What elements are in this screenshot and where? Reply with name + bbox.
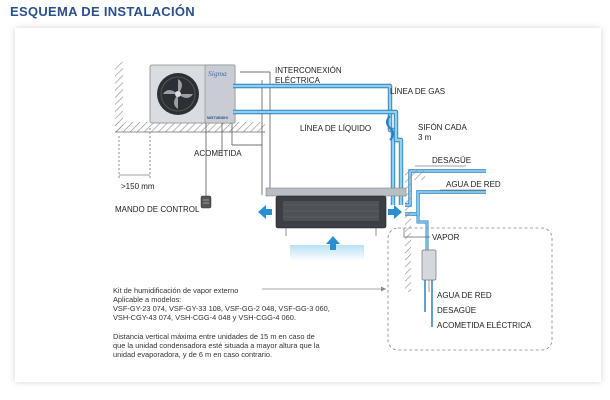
air-arrow-up-icon [326, 236, 340, 250]
siphon-label-1: SIFÓN CADA [418, 123, 468, 132]
refrigerant-pipes [233, 83, 404, 205]
distance-note-line: Distancia vertical máxima entre unidades… [113, 332, 315, 341]
kit-note-line: VSH-CGY-43 074, VSH-CGG-4 048 y VSH-CGG-… [113, 313, 296, 322]
remote-control-icon [200, 195, 212, 209]
kit-note: Kit de humidificación de vapor externo A… [113, 286, 330, 322]
acometida-label: ACOMETIDA [194, 149, 242, 158]
distance-note-line: que la unidad condensadora esté situada … [113, 341, 321, 350]
distance-note: Distancia vertical máxima entre unidades… [113, 332, 321, 359]
room-wall [405, 180, 411, 292]
brand-logo: Sigma [208, 69, 227, 78]
drain-top-label: DESAGÜE [432, 156, 471, 165]
page-title: ESQUEMA DE INSTALACIÓN [10, 4, 195, 19]
interconnection-label-1: INTERCONEXIÓN [275, 66, 342, 75]
indoor-unit [265, 187, 407, 261]
interconnection-label-2: ELÉCTRICA [275, 76, 321, 85]
control-label: MANDO DE CONTROL [115, 205, 200, 214]
outdoor-unit: Sigma MISTUBISHI [149, 64, 236, 124]
air-arrow-right-icon [388, 205, 402, 219]
distance-label: >150 mm [121, 182, 155, 191]
electrical-supply-label: ACOMETIDA ELÉCTRICA [437, 321, 532, 330]
siphon-label-2: 3 m [418, 133, 432, 142]
outdoor-brand: MISTUBISHI [207, 116, 228, 120]
humidifier-unit [421, 249, 437, 281]
humidifier-kit-area [387, 227, 553, 351]
drain-bottom-label: DESAGÜE [437, 306, 476, 315]
air-arrow-left-icon [258, 205, 272, 219]
vapor-label: VAPOR [432, 233, 460, 242]
kit-note-line: Aplicable a modelos: [113, 295, 181, 304]
gas-line-label: LÍNEA DE GAS [390, 87, 445, 96]
kit-note-line: VSF-GY-23 074, VSF-GY-33 108, VSF-GG-2 0… [113, 304, 330, 313]
water-top-label: AGUA DE RED [446, 180, 501, 189]
kit-note-line: Kit de humidificación de vapor externo [113, 286, 238, 295]
water-bottom-label: AGUA DE RED [437, 291, 492, 300]
wall-shelf [115, 122, 265, 132]
distance-note-line: unidad evaporadora, y de 6 m en caso con… [113, 350, 272, 359]
wall-left [115, 62, 123, 132]
liquid-line-label: LÍNEA DE LÍQUIDO [300, 124, 371, 133]
